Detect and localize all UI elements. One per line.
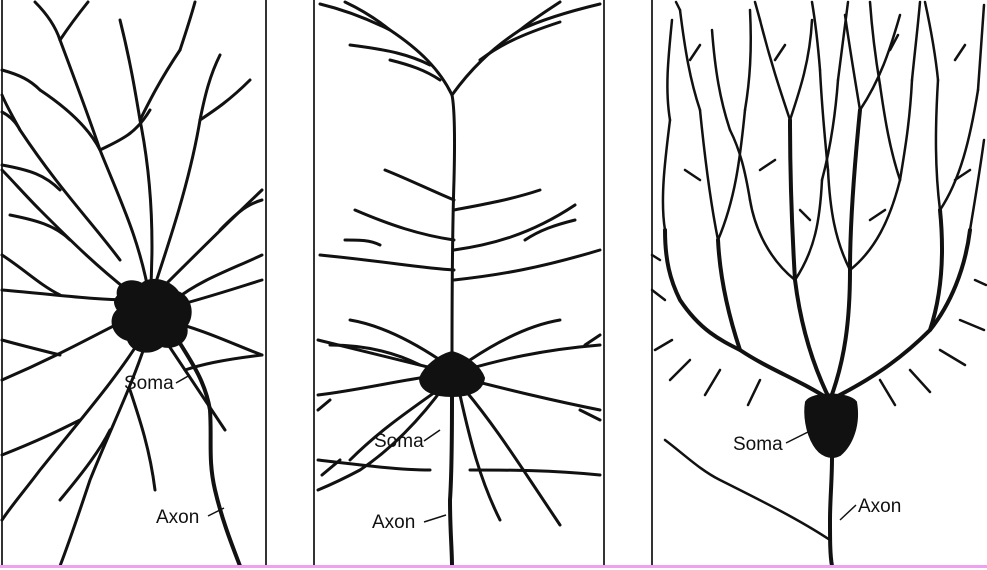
panel-1-axon-label: Axon [156,507,199,528]
panel-2-axon [450,396,452,566]
panel-2-soma-label: Soma [374,431,424,452]
panel-2-axon-label: Axon [372,512,415,533]
panel-1-soma-label: Soma [124,373,174,394]
bottom-rule [0,565,987,568]
panel-3-axon-label: Axon [858,496,901,517]
panel-3-axon [830,458,832,566]
panel-3-soma-label: Soma [733,434,783,455]
